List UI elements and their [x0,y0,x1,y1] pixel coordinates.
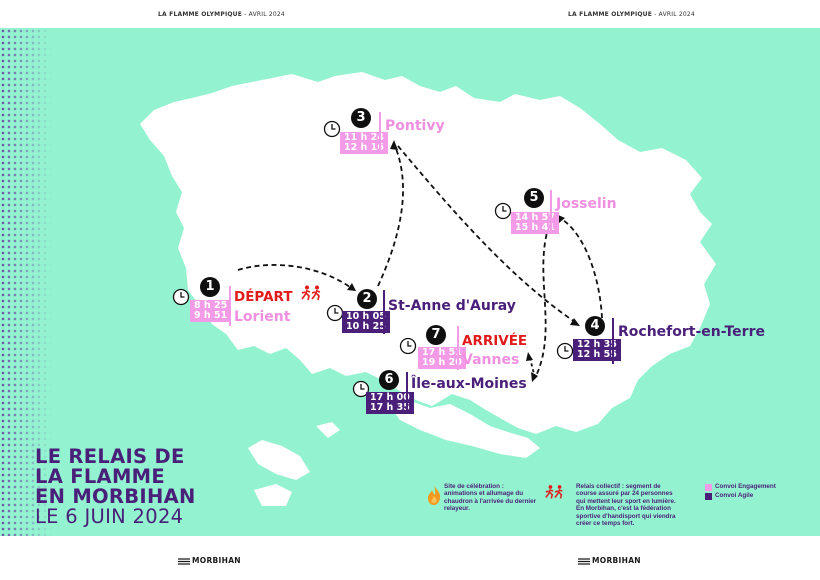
stop-4-city: Rochefort-en-Terre [618,324,765,340]
stop-7-city: Vannes [462,352,520,368]
land-rhuys [388,400,540,458]
header-right-title: LA FLAMME OLYMPIQUE [568,11,653,18]
stop-1-time-end: 9 h 51 [194,310,228,321]
stop-6-number: 6 [379,370,399,390]
legend-agile: Convoi Agile [715,492,754,499]
clock-icon [323,120,341,138]
footer-logo-left-text: MORBIHAN [192,556,241,565]
stop-4-time-start: 12 h 35 [577,339,617,350]
stop-1-time-start: 8 h 25 [194,300,228,311]
header-left: LA FLAMME OLYMPIQUE - AVRIL 2024 [158,11,285,18]
legend-celebration: Site de célébration : animations et allu… [444,483,537,513]
stop-4-times: 12 h 35 12 h 55 [573,339,621,361]
stop-5-bar [550,190,552,234]
stop-4-time-end: 12 h 55 [577,349,617,360]
stop-7-time-start: 17 h 51 [422,347,462,358]
header-separator-2: - [652,11,659,18]
runners-icon [544,484,566,505]
title-line-1: LE RELAIS DE [35,445,185,468]
route-5-6 [534,217,553,379]
header-left-title: LA FLAMME OLYMPIQUE [158,11,243,18]
stop-2-times: 10 h 05 10 h 25 [342,311,390,333]
land-island-small [316,422,340,438]
stop-3-bar [379,112,381,154]
stop-7-tag: ARRIVÉE [462,333,528,349]
header-left-date: AVRIL 2024 [248,11,285,18]
route-lines [237,145,603,379]
stop-3-time-start: 11 h 24 [344,132,384,143]
title-line-2: LA FLAMME [35,465,165,488]
flame-icon [426,484,442,511]
stop-6-bar [406,372,408,414]
runners-icon [300,285,324,306]
stop-3-city: Pontivy [385,118,445,134]
clock-icon [556,342,574,360]
stop-7-times: 17 h 51 19 h 20 [418,347,466,369]
morbihan-map [140,72,716,506]
stop-4-number: 4 [585,316,605,336]
stop-2-time-end: 10 h 25 [346,321,386,332]
legend-relais: Relais collectif : segment de course ass… [576,483,676,528]
stop-5-city: Josselin [556,196,617,212]
land-quiberon [248,440,310,480]
dot-pattern [0,28,52,536]
stop-1-times: 8 h 25 9 h 51 [190,300,232,322]
stop-1-number: 1 [200,277,220,297]
title-line-3: EN MORBIHAN [35,485,196,508]
stop-5-times: 14 h 57 15 h 41 [511,212,559,234]
stop-1-city: Lorient [234,309,291,325]
route-1-2 [237,264,355,291]
land-morbihan [140,72,716,434]
stop-2-time-start: 10 h 05 [346,311,386,322]
stop-6-time-start: 17 h 00 [370,392,410,403]
clock-icon [494,202,512,220]
arrowhead-3 [390,140,398,150]
stop-1-tag: DÉPART [234,289,293,305]
morbihan-logo-icon [578,557,590,565]
map-area: 1 8 h 25 9 h 51 DÉPART Lorient 2 10 h 05… [0,28,820,536]
arrowhead-2 [347,283,356,291]
stop-1-bar [229,286,231,326]
stop-2-number: 2 [357,289,377,309]
stop-7-number: 7 [426,325,446,345]
stop-5-time-end: 15 h 41 [515,222,555,233]
footer-logo-left: MORBIHAN [178,556,241,565]
footer-logo-right-text: MORBIHAN [592,556,641,565]
stop-3-times: 11 h 24 12 h 16 [340,132,388,154]
clock-icon [172,288,190,306]
stop-4-bar [612,318,614,364]
header-separator: - [242,11,249,18]
clock-icon [352,380,370,398]
stop-2-bar [383,290,385,334]
footer-logo-right: MORBIHAN [578,556,641,565]
stop-6-time-end: 17 h 35 [370,402,410,413]
clock-icon [399,337,417,355]
legend-engagement-swatch [705,484,712,491]
legend-engagement: Convoi Engagement [715,483,776,490]
header-right-date: AVRIL 2024 [658,11,695,18]
stop-7-bar [457,326,459,370]
route-arrowheads [347,140,580,382]
map-title: LE RELAIS DE LA FLAMME EN MORBIHAN LE 6 … [35,447,196,527]
header-right: LA FLAMME OLYMPIQUE - AVRIL 2024 [568,11,695,18]
land-belle-ile [254,484,292,506]
stop-5-number: 5 [524,188,544,208]
morbihan-logo-icon [178,557,190,565]
arrowhead-4 [570,318,580,326]
arrowhead-6 [531,372,538,382]
stop-7-time-end: 19 h 20 [422,357,462,368]
stop-2-city: St-Anne d'Auray [388,298,516,314]
stop-6-city: Île-aux-Moines [411,376,527,392]
arrowhead-7 [526,352,533,361]
route-2-3 [377,145,404,287]
title-date: LE 6 JUIN 2024 [35,505,184,528]
stop-5-time-start: 14 h 57 [515,212,555,223]
stop-3-number: 3 [351,108,371,128]
legend-agile-swatch [705,493,712,500]
route-4-5 [559,217,603,319]
stop-3-time-end: 12 h 16 [344,142,384,153]
stop-6-times: 17 h 00 17 h 35 [366,392,414,414]
